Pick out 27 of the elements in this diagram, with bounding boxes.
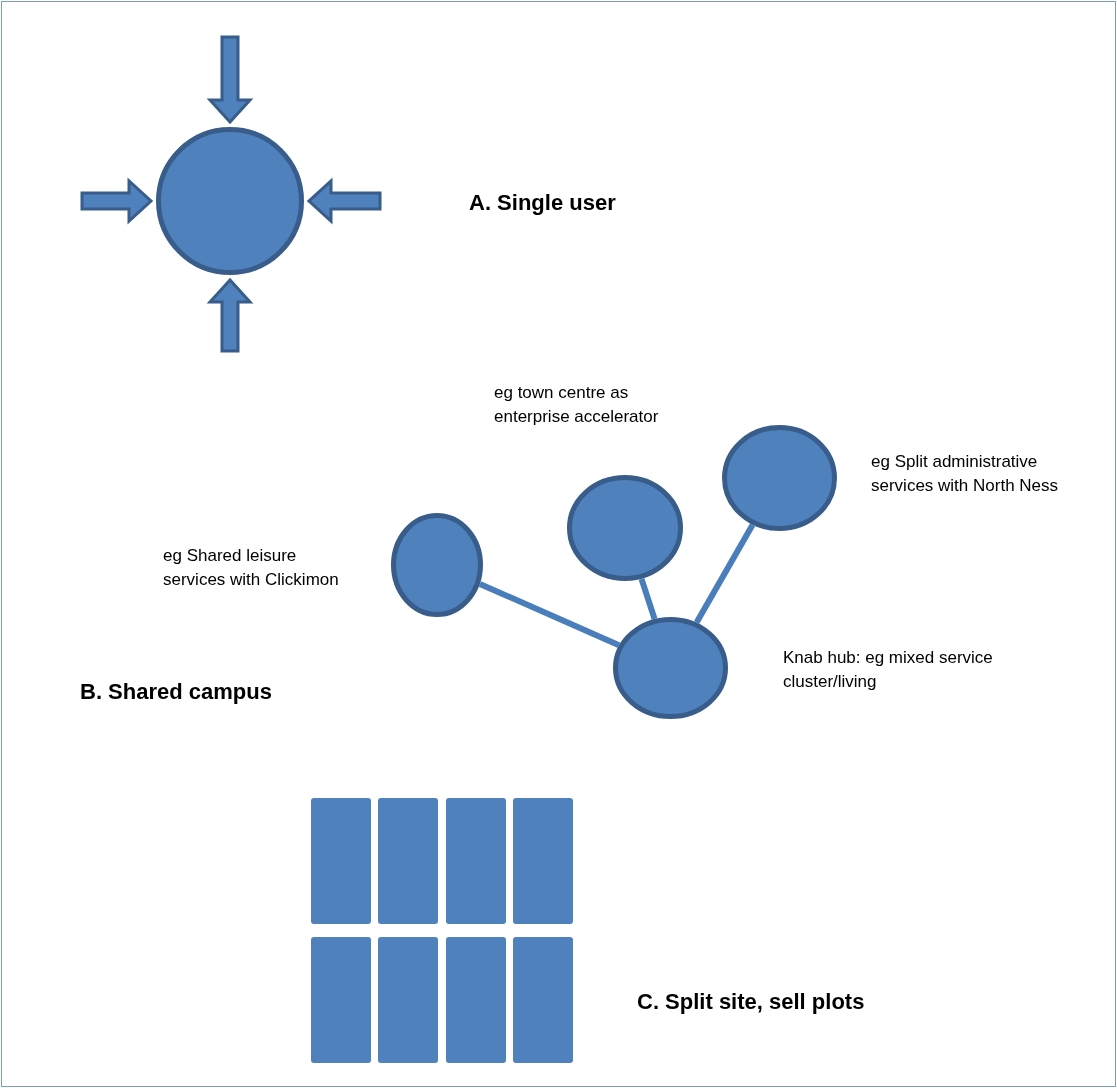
plot-block	[446, 798, 506, 924]
plot-block	[311, 937, 371, 1063]
circle-shape	[613, 617, 728, 719]
circle-shape	[391, 513, 483, 617]
section-heading: B. Shared campus	[80, 678, 272, 706]
plot-block	[378, 798, 438, 924]
plot-block	[378, 937, 438, 1063]
circle-shape	[156, 127, 304, 275]
annotation-text: eg Split administrative services with North Ness	[871, 451, 1060, 497]
connector-line	[478, 581, 621, 649]
block-arrow	[206, 277, 254, 353]
plot-block	[513, 798, 573, 924]
plot-block	[311, 798, 371, 924]
plot-block	[446, 937, 506, 1063]
section-heading: A. Single user	[469, 189, 616, 217]
plot-block	[513, 937, 573, 1063]
circle-shape	[567, 475, 683, 581]
circle-shape	[722, 425, 837, 531]
block-arrow	[306, 177, 382, 225]
annotation-text: eg town centre as enterprise accelerator	[494, 382, 660, 428]
annotation-text: Knab hub: eg mixed service cluster/living	[783, 647, 994, 693]
section-heading: C. Split site, sell plots	[637, 988, 865, 1016]
connector-line	[693, 523, 756, 625]
connector-line	[638, 577, 658, 620]
block-arrow	[206, 35, 254, 125]
block-arrow	[80, 177, 154, 225]
annotation-text: eg Shared leisure services with Clickimon	[163, 545, 340, 591]
